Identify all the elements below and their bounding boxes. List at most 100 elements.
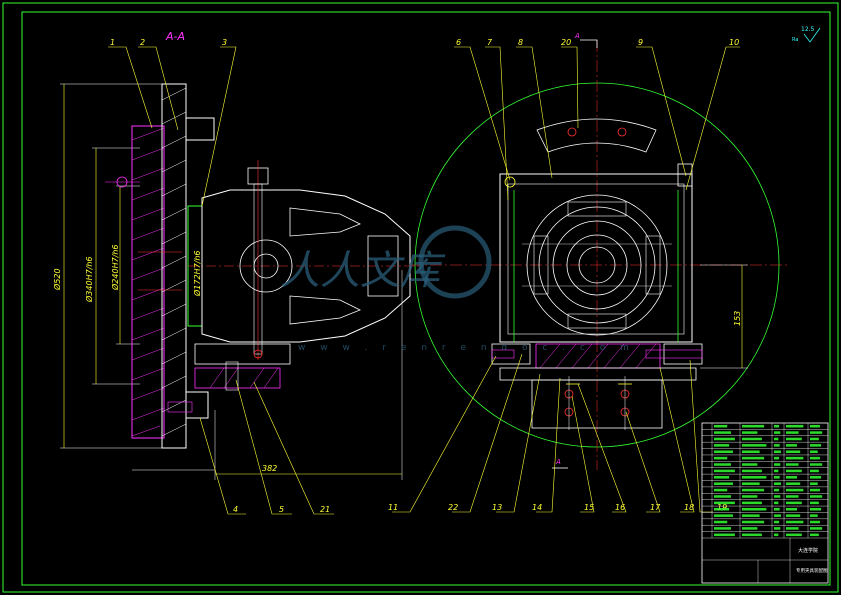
callout-6: 6: [456, 38, 461, 47]
workpiece-housing: [201, 189, 411, 343]
title-block-drawing-name: 专用夹具装配图: [796, 567, 828, 574]
title-block-entry: [786, 520, 804, 524]
title-block-entry: [786, 507, 797, 511]
section-marker-bottom: A: [555, 458, 561, 466]
chuck-plate: [131, 125, 165, 439]
watermark-logo-icon: [418, 225, 492, 299]
body-plate: [161, 83, 187, 449]
title-block-entry: [742, 431, 758, 434]
callout-8: 8: [518, 38, 523, 47]
title-block-entry: [714, 520, 728, 524]
roughness-note: Ra: [792, 37, 798, 43]
title-block-entry: [810, 476, 822, 479]
title-block-entry: [714, 469, 735, 473]
title-block-entry: [742, 514, 760, 517]
title-block-entry: [810, 507, 822, 511]
title-block-entry: [810, 488, 820, 492]
title-block-entry: [714, 444, 730, 447]
section-marker-top: A: [574, 32, 580, 40]
title-block-entry: [714, 424, 728, 428]
title-block-entry: [714, 437, 735, 441]
title-block-entry: [742, 507, 767, 511]
watermark: 人人文库 w w w . r e n r e n d o c . c o m: [280, 225, 635, 353]
title-block-entry: [786, 431, 799, 434]
title-block-entry: [742, 469, 762, 473]
title-block-entry: [786, 501, 802, 505]
title-block-entry: [742, 444, 767, 447]
dim-340-text: Ø340H7/h6: [84, 256, 94, 303]
arc-slot: [536, 118, 657, 153]
title-block-entry: [786, 437, 802, 441]
title-block-entry: [810, 463, 823, 466]
dim-382-text: 382: [262, 464, 277, 473]
title-block-entry: [714, 431, 732, 434]
title-block-entry: [742, 501, 762, 505]
title-block-entry: [774, 424, 780, 428]
title-block-entry: [714, 482, 733, 485]
title-block-entry: [786, 476, 797, 479]
title-block-entry: [810, 520, 820, 524]
title-block-entry: [810, 527, 823, 530]
title-block-entry: [810, 456, 820, 460]
dim-153-text: 153: [733, 311, 742, 326]
title-block-entry: [774, 482, 781, 485]
title-block-entry: [810, 501, 819, 505]
title-block-entry: [742, 437, 762, 441]
watermark-url: w w w . r e n r e n d o c . c o m: [298, 343, 635, 353]
title-block-entry: [786, 495, 799, 498]
title-block-entry: [810, 495, 823, 498]
dim-240-text: Ø240H7/h6: [110, 244, 120, 291]
title-block-entry: [774, 450, 781, 454]
callout-1: 1: [110, 38, 115, 47]
section-title: A-A: [165, 30, 185, 43]
part-callouts: 1 2 3 4 5 21 6 7 8 20 9 10 11 22 13 14 1…: [110, 38, 739, 514]
dim-520-text: Ø520: [52, 268, 62, 291]
title-block-entry: [810, 482, 818, 485]
title-block-entry: [742, 424, 765, 428]
title-block-entry: [774, 444, 780, 447]
callout-11: 11: [388, 503, 398, 512]
title-block-entry: [786, 469, 802, 473]
workpiece-outer: [526, 194, 668, 336]
roughness-symbol: 12.5 Ra: [792, 26, 821, 43]
title-block-entry: [786, 527, 799, 530]
callout-2: 2: [140, 38, 145, 47]
title-block-entry: [774, 507, 780, 511]
title-block-entry: [714, 456, 728, 460]
title-block-entry: [810, 533, 819, 537]
roughness-value: 12.5: [801, 26, 815, 33]
section-view-left: Ø520 Ø340H7/h6 Ø240H7/h6 Ø172H7/h6 382: [52, 83, 420, 480]
title-block-entry: [810, 444, 822, 447]
callout-17: 17: [650, 503, 661, 512]
callout-22: 22: [448, 503, 458, 512]
callout-18: 18: [684, 503, 694, 512]
title-block-school: 大连学院: [798, 547, 818, 554]
dim-172-text: Ø172H7/h6: [192, 250, 202, 297]
front-view-right: A A: [410, 32, 790, 470]
title-block-entry: [742, 533, 762, 537]
title-block-entry: [742, 463, 758, 466]
callout-4: 4: [233, 505, 238, 514]
callout-15: 15: [584, 503, 594, 512]
callout-14: 14: [532, 503, 542, 512]
title-block-entry: [714, 463, 732, 466]
title-block-entry: [742, 482, 760, 485]
title-block-entry: [714, 533, 735, 537]
title-block-entry: [774, 456, 780, 460]
title-block-entry: [774, 514, 781, 517]
title-block-entry: [786, 488, 804, 492]
clamp-frame: [499, 173, 693, 343]
title-block-entry: [786, 424, 804, 428]
title-block-entry: [774, 488, 780, 492]
title-block-entry: [774, 527, 781, 530]
title-block-entry: [810, 437, 819, 441]
title-block-entry: [742, 520, 765, 524]
title-block-entry: [742, 456, 765, 460]
leader-lines: [108, 46, 740, 515]
title-block-entry: [774, 495, 781, 498]
title-block-entry: [786, 514, 801, 517]
title-block-entry: [786, 482, 801, 485]
